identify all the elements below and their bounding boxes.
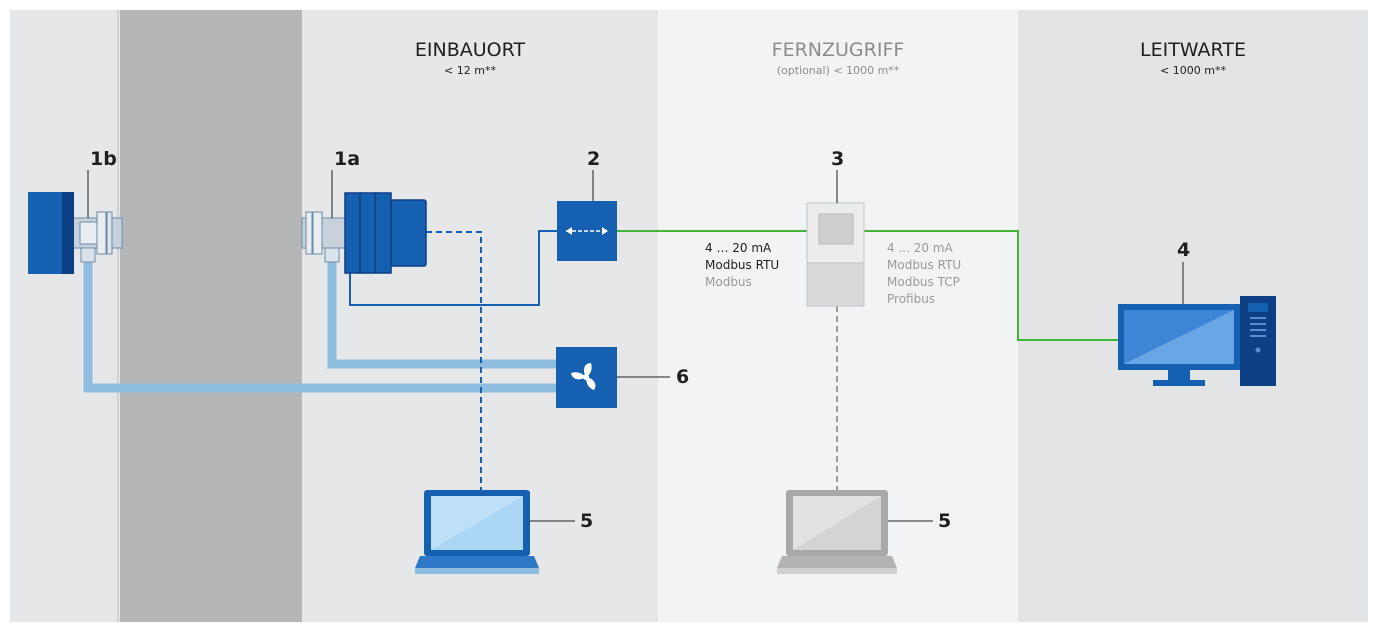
protocol-remote-line-1: 4 ... 20 mA bbox=[887, 241, 953, 255]
callout-2: 2 bbox=[587, 148, 600, 170]
callout-5-local: 5 bbox=[580, 510, 593, 532]
duct-wall bbox=[120, 10, 302, 622]
callout-6: 6 bbox=[676, 366, 689, 388]
sensor-1a bbox=[301, 192, 427, 274]
zone-subtitle-einbauort: < 12 m** bbox=[444, 64, 496, 77]
callout-4: 4 bbox=[1177, 239, 1190, 261]
zone-title-leitwarte: LEITWARTE bbox=[1140, 39, 1246, 61]
protocol-remote-line-3: Modbus TCP bbox=[887, 275, 960, 289]
purge-line-1b bbox=[83, 262, 556, 393]
callout-5-remote: 5 bbox=[938, 510, 951, 532]
protocol-local-line-3: Modbus bbox=[705, 275, 752, 289]
protocol-local-line-1: 4 … 20 mA bbox=[705, 241, 772, 255]
callout-3: 3 bbox=[831, 148, 844, 170]
callout-1b: 1b bbox=[90, 148, 117, 170]
zone-title-fernzugriff: FERNZUGRIFF bbox=[772, 39, 905, 61]
service-line-local bbox=[426, 231, 482, 490]
purge-blower-device bbox=[556, 347, 617, 408]
zone-title-einbauort: EINBAUORT bbox=[415, 39, 526, 61]
protocol-local-line-2: Modbus RTU bbox=[705, 258, 779, 272]
protocol-remote-line-4: Profibus bbox=[887, 292, 935, 306]
laptop-local-icon bbox=[415, 490, 539, 574]
computer-icon bbox=[1118, 296, 1276, 386]
laptop-remote-icon bbox=[777, 490, 897, 574]
sensor-1b bbox=[28, 192, 123, 274]
protocol-remote-line-2: Modbus RTU bbox=[887, 258, 961, 272]
control-unit-device bbox=[806, 202, 865, 307]
zone-subtitle-leitwarte: < 1000 m** bbox=[1160, 64, 1226, 77]
callout-1a: 1a bbox=[334, 148, 360, 170]
signal-line-sensor-to-converter bbox=[349, 230, 557, 306]
zone-subtitle-fernzugriff: (optional) < 1000 m** bbox=[777, 64, 900, 77]
purge-line-1a bbox=[327, 262, 556, 369]
converter-device bbox=[557, 201, 617, 261]
